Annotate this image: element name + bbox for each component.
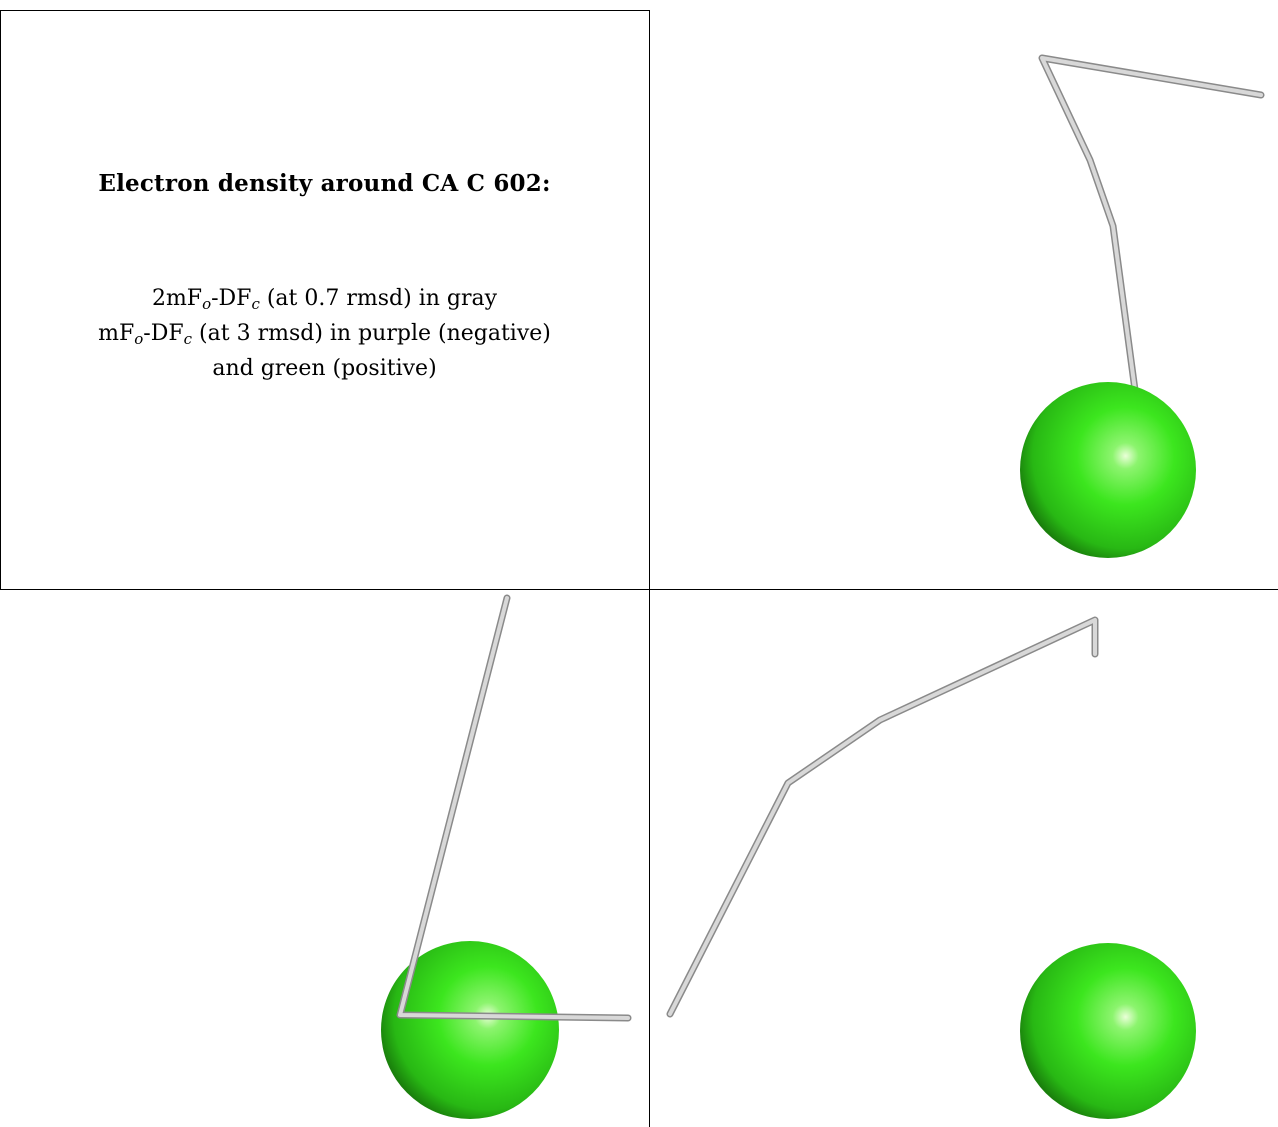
molecular-view-2	[381, 594, 632, 1119]
calcium-ion-sphere	[381, 941, 559, 1119]
legend-map-mid: -DF	[211, 286, 252, 311]
legend-sub-c: c	[183, 330, 193, 348]
legend-line-rest: (at 3 rmsd) in purple (negative)	[192, 321, 551, 346]
view-bottom-left	[0, 590, 649, 1127]
grid-line-left	[0, 10, 1, 1127]
view-bottom-right	[650, 590, 1278, 1127]
legend-sub-o: o	[202, 295, 212, 313]
legend-sub-c: c	[251, 295, 260, 313]
legend-map-prefix: 2mF	[151, 286, 203, 311]
legend-line-fo-fc: mFo-DFc (at 3 rmsd) in purple (negative)	[0, 319, 649, 354]
backbone-trace	[666, 616, 1099, 1018]
legend-line-colors: and green (positive)	[212, 356, 437, 381]
legend-line-2fo-fc: 2mFo-DFc (at 0.7 rmsd) in gray	[0, 284, 649, 319]
map-legend: 2mFo-DFc (at 0.7 rmsd) in gray mFo-DFc (…	[0, 284, 649, 383]
grid-line-middle	[0, 589, 1278, 590]
molecular-view-3	[666, 616, 1196, 1119]
caption-panel: Electron density around CA C 602: 2mFo-D…	[0, 10, 649, 589]
calcium-ion-sphere	[1020, 382, 1196, 558]
grid-line-vertical	[649, 10, 650, 1127]
legend-map-prefix: mF	[98, 321, 135, 346]
grid-line-top	[0, 10, 1278, 11]
legend-sub-o: o	[134, 330, 144, 348]
legend-line-rest: (at 0.7 rmsd) in gray	[259, 286, 498, 311]
calcium-ion-sphere	[1020, 943, 1196, 1119]
backbone-trace	[1038, 54, 1265, 394]
view-top-right	[650, 10, 1278, 589]
panel-title: Electron density around CA C 602:	[98, 170, 551, 197]
legend-map-mid: -DF	[143, 321, 184, 346]
backbone-trace	[396, 594, 632, 1022]
molecular-view-1	[1020, 54, 1265, 558]
